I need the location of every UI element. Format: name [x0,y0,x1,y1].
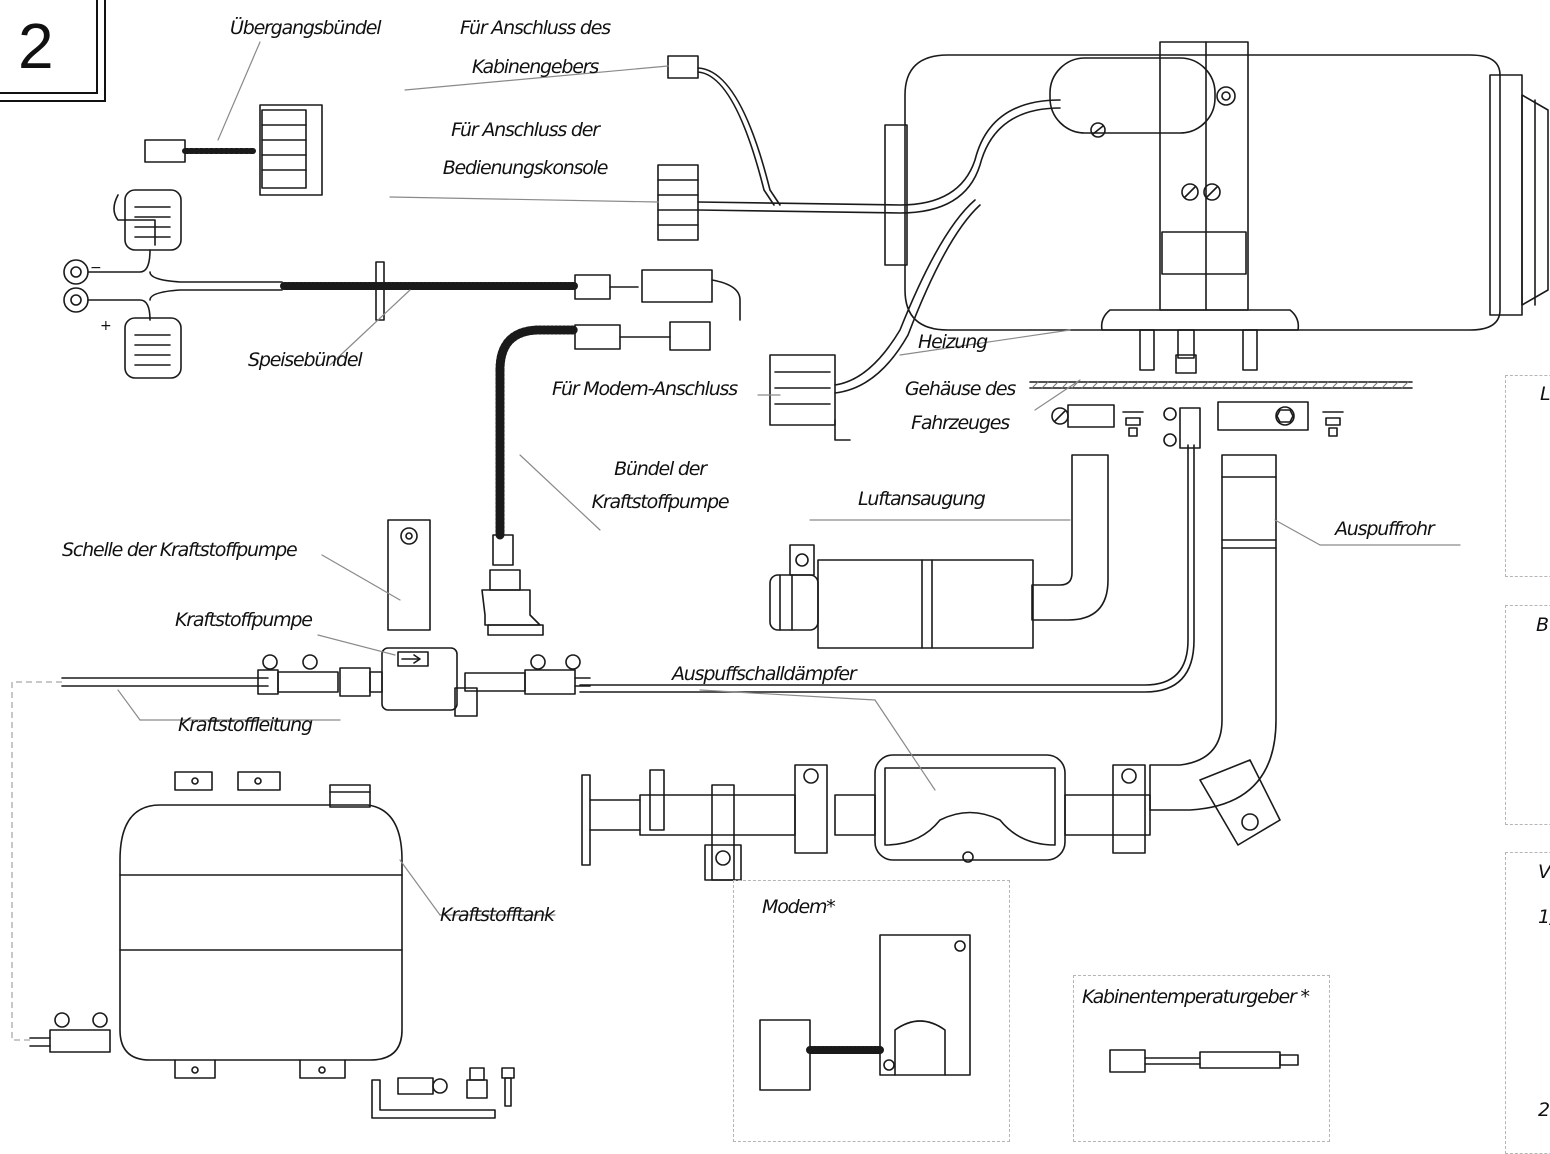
cabin-temp-sensor [1109,1049,1299,1073]
label-buendel-pumpe-line2: Kraftstoffpumpe [591,491,730,513]
side-panel-text-v: V [1538,861,1550,883]
label-gehaeuse-line1: Gehäuse des [904,378,1016,400]
fuel-pump-harness [481,321,711,636]
label-auspuffrohr: Auspuffrohr [1335,518,1435,540]
figure-number-box: 2 [0,0,106,102]
leader-lines [117,41,1461,916]
side-panel-text-2: 2 [1538,1099,1550,1121]
label-kabinentemperaturgeber: Kabinentemperaturgeber * [1082,986,1310,1008]
exhaust-muffler [581,754,1151,881]
fuel-line-loop [11,681,62,1041]
side-panel-text-l: L [1540,383,1550,405]
label-kraftstoffleitung: Kraftstoffleitung [178,714,313,736]
transition-harness [144,104,323,196]
plus-marker: + [100,318,112,334]
fuel-tank [29,771,403,1079]
side-panel-box-2 [1505,605,1550,825]
label-luftansaugung: Luftansaugung [858,488,986,510]
label-modem-anschluss: Für Modem-Anschluss [552,378,738,400]
label-bedienung-line1: Für Anschluss der [451,119,600,141]
console-harness [657,99,1061,241]
label-buendel-pumpe-line1: Bündel der [614,458,707,480]
cabin-sensor-harness [667,55,781,206]
label-kabinengeber-line2: Kabinengebers [471,56,599,78]
label-speisebuendel: Speisebündel [248,349,363,371]
modem-device [759,934,971,1091]
mounting-clamps [1051,401,1344,449]
side-panel-text-1: 1, [1538,906,1550,928]
label-modem: Modem* [762,896,836,918]
label-uebergangsbuendel: Übergangsbündel [230,17,382,39]
wiring-installation-drawing [11,41,1549,1119]
label-bedienung-line2: Bedienungskonsole [442,157,609,179]
mounting-hardware [371,1067,515,1119]
heater-unit [884,41,1549,374]
modem-option-box [733,880,1010,1142]
minus-marker: − [90,260,102,276]
label-auspuffschalldaempfer: Auspuffschalldämpfer [672,663,857,685]
air-intake [769,454,1109,649]
exhaust-pipe [1149,454,1281,846]
label-schelle: Schelle der Kraftstoffpumpe [62,539,298,561]
side-panel-text-b: B [1536,614,1549,636]
fuel-line [61,654,591,697]
modem-harness [769,199,981,441]
fuel-pump [381,519,478,717]
power-harness [63,189,741,379]
label-kraftstofftank: Kraftstofftank [440,904,555,926]
side-panel-box-1 [1505,375,1550,577]
label-kraftstoffpumpe: Kraftstoffpumpe [175,609,313,631]
label-gehaeuse-line2: Fahrzeuges [911,412,1010,434]
label-kabinengeber-line1: Für Anschluss des [460,17,611,39]
fuel-line-heater-side [579,444,1189,686]
label-heizung: Heizung [918,331,988,353]
